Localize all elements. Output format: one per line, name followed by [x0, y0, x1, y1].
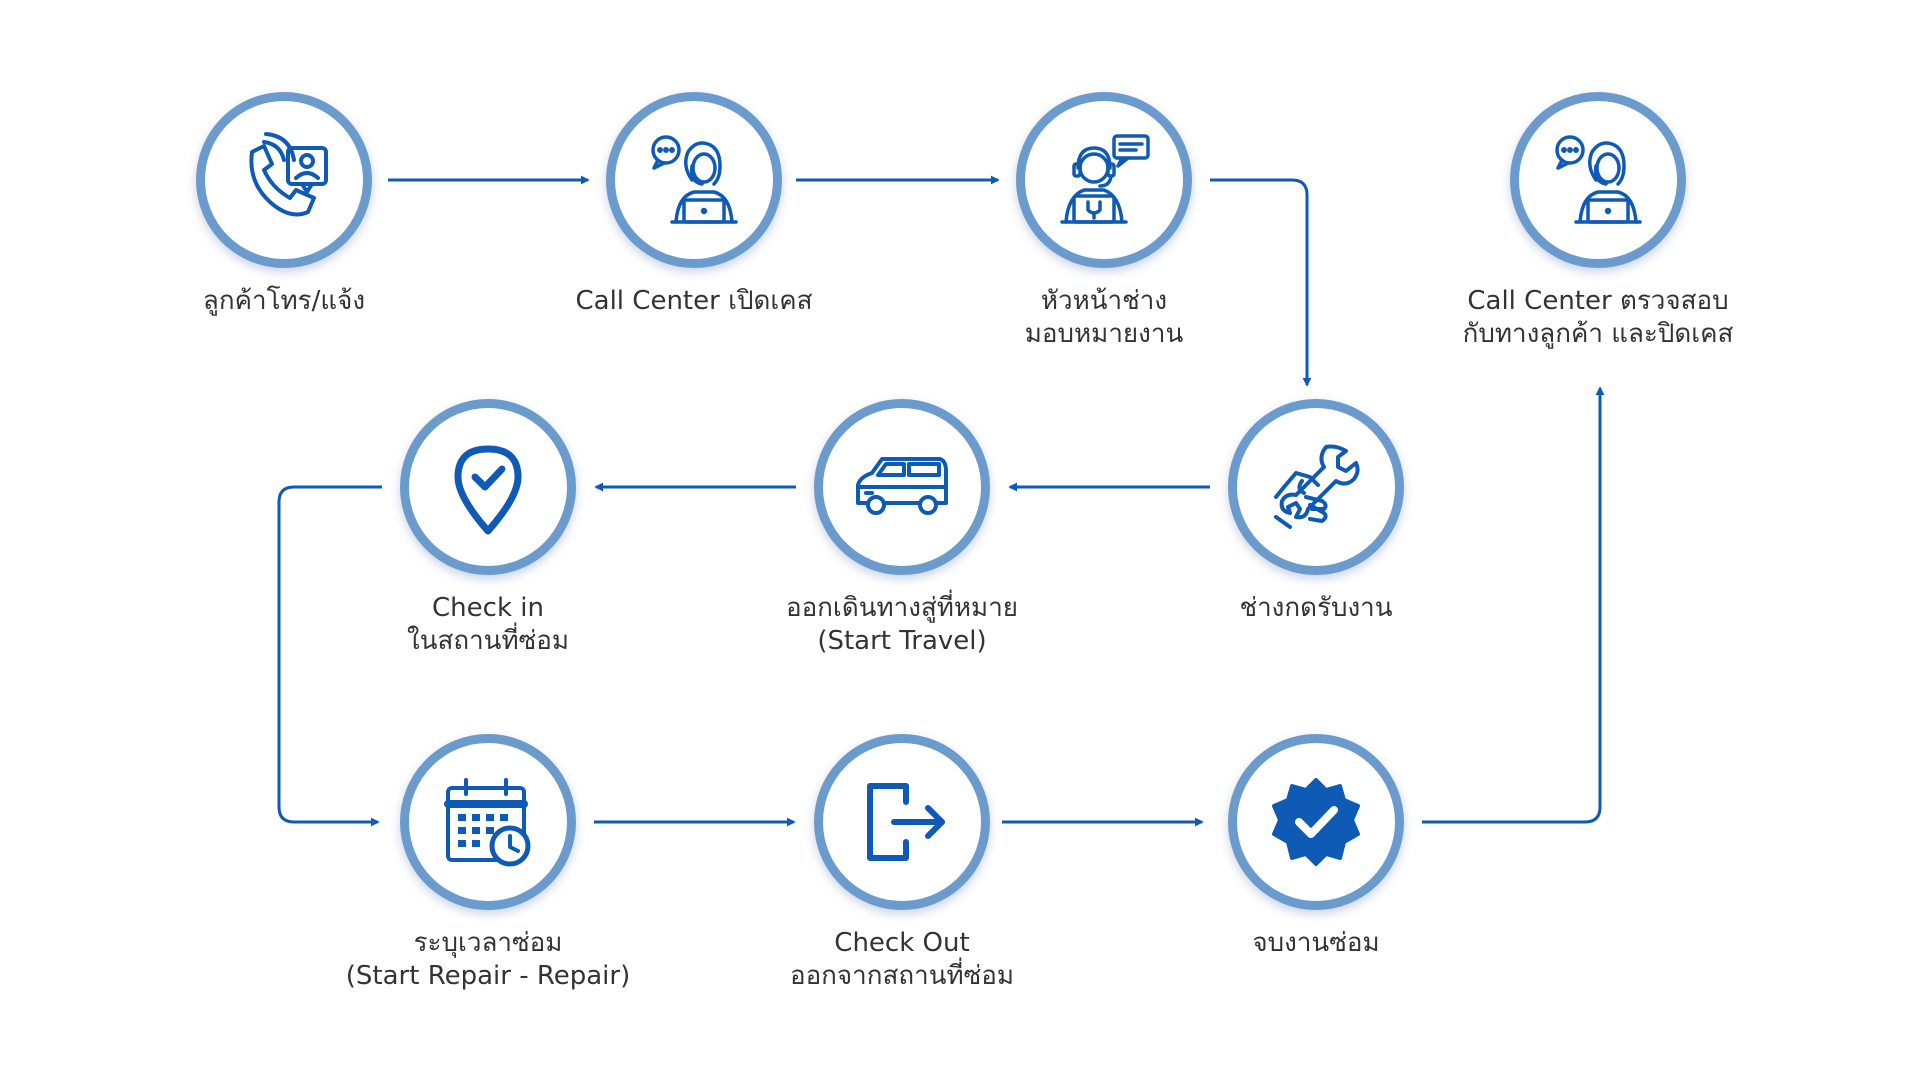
step-label: จบงานซ่อม	[1252, 928, 1380, 958]
exit-door-icon	[867, 783, 945, 861]
technician-headset-icon	[1060, 134, 1150, 224]
calendar-clock-icon	[444, 778, 531, 867]
step-label: Call Center เปิดเคส	[575, 286, 813, 316]
wrench-hand-icon	[1274, 444, 1360, 529]
step-check-in	[400, 399, 576, 575]
van-icon	[856, 457, 948, 515]
step-technician-accept	[1228, 399, 1404, 575]
call-center-agent-icon	[1555, 135, 1642, 224]
location-check-icon	[454, 445, 522, 535]
step-customer-call	[196, 92, 372, 268]
phone-contact-icon	[249, 132, 328, 217]
step-start-travel	[814, 399, 990, 575]
call-center-agent-icon	[651, 135, 738, 224]
arrow-5-to-8	[277, 485, 382, 827]
step-label: Call Center ตรวจสอบ กับทางลูกค้า และปิดเ…	[1462, 286, 1734, 349]
step-repair-complete	[1228, 734, 1404, 910]
step-label: หัวหน้าช่าง มอบหมายงาน	[1024, 286, 1184, 349]
step-label: Check Out ออกจากสถานที่ซ่อม	[789, 928, 1015, 991]
step-label: ลูกค้าโทร/แจ้ง	[202, 286, 366, 316]
step-call-center-close	[1510, 92, 1686, 268]
arrow-10-to-4	[1422, 386, 1605, 824]
step-supervisor-assign	[1016, 92, 1192, 268]
step-check-out	[814, 734, 990, 910]
arrow-3-to-7	[1210, 178, 1312, 387]
step-call-center-open	[606, 92, 782, 268]
step-label: ออกเดินทางสู่ที่หมาย (Start Travel)	[785, 593, 1019, 656]
verified-badge-icon	[1272, 778, 1360, 866]
step-start-repair	[400, 734, 576, 910]
step-label: Check in ในสถานที่ซ่อม	[407, 593, 569, 656]
step-label: ระบุเวลาซ่อม (Start Repair - Repair)	[345, 928, 631, 991]
step-label: ช่างกดรับงาน	[1239, 593, 1393, 623]
